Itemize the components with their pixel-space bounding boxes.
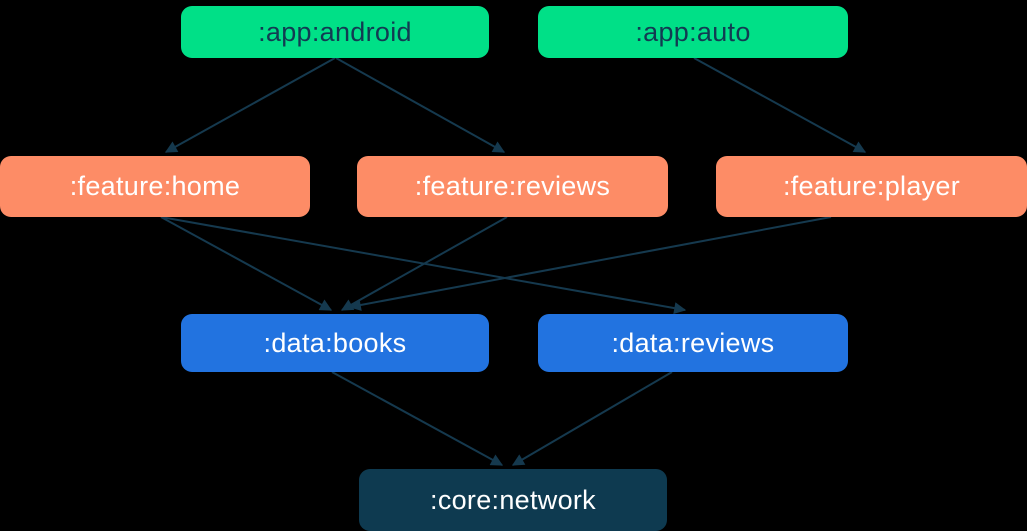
- edge-feature-player-to-data-books: [348, 216, 832, 311]
- node-data-reviews: :data:reviews: [538, 314, 848, 372]
- edge-data-books-to-core-network: [331, 371, 504, 466]
- node-data-books: :data:books: [181, 314, 489, 372]
- edge-data-reviews-to-core-network: [511, 371, 673, 466]
- node-core-network: :core:network: [359, 469, 667, 531]
- edge-feature-home-to-data-books: [160, 216, 333, 311]
- node-data-reviews-label: :data:reviews: [611, 327, 775, 358]
- node-app-android-label: :app:android: [258, 16, 412, 47]
- node-core-network-label: :core:network: [430, 484, 596, 515]
- node-feature-player: :feature:player: [716, 156, 1027, 217]
- edge-app-android-to-feature-reviews: [335, 57, 506, 153]
- edge-app-auto-to-feature-player: [693, 57, 867, 153]
- node-feature-reviews: :feature:reviews: [357, 156, 668, 217]
- edge-feature-reviews-to-data-books: [340, 216, 508, 311]
- node-feature-home: :feature:home: [0, 156, 310, 217]
- node-feature-reviews-label: :feature:reviews: [414, 171, 611, 201]
- edge-app-android-to-feature-home: [164, 57, 336, 153]
- node-feature-player-label: :feature:player: [782, 171, 961, 201]
- node-feature-home-label: :feature:home: [69, 171, 241, 201]
- node-app-auto-label: :app:auto: [635, 16, 751, 47]
- node-data-books-label: :data:books: [263, 327, 407, 358]
- node-app-auto: :app:auto: [538, 6, 848, 58]
- node-app-android: :app:android: [181, 6, 489, 58]
